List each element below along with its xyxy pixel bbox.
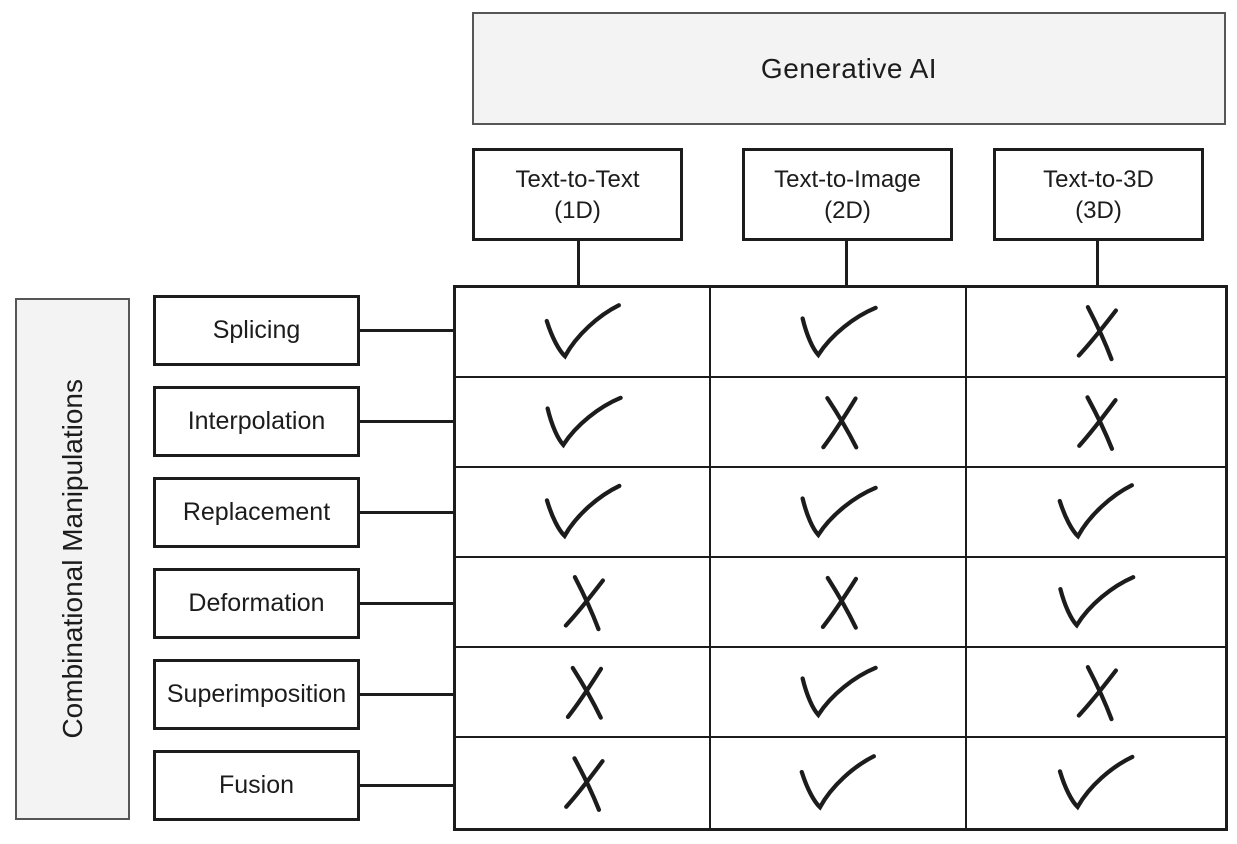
generative-ai-label: Generative AI: [760, 52, 938, 84]
generative-ai-header-box: Generative AI: [472, 12, 1226, 125]
connector-line: [358, 329, 454, 332]
cell-deformation-col2: [711, 558, 967, 648]
connector-line: [358, 420, 454, 423]
check-icon: [544, 395, 623, 449]
row-label-text: Replacement: [182, 498, 331, 526]
column-dimension: (3D): [1075, 196, 1122, 224]
cell-splicing-col3: [967, 288, 1225, 378]
cell-replacement-col1: [456, 468, 711, 558]
column-header-text-to-3d: Text-to-3D (3D): [993, 148, 1204, 241]
cross-icon: [821, 396, 859, 450]
cross-icon: [565, 665, 603, 720]
cell-fusion-col1: [456, 738, 711, 828]
check-icon: [1057, 483, 1134, 540]
column-dimension: (2D): [824, 196, 871, 224]
cell-interpolation-col2: [711, 378, 967, 468]
connector-line: [845, 239, 848, 287]
cross-icon: [563, 575, 605, 632]
cell-splicing-col1: [456, 288, 711, 378]
side-category-label: Combinational Manipulations: [56, 379, 88, 739]
column-dimension: (1D): [554, 196, 601, 224]
check-icon: [799, 754, 876, 811]
row-label-text: Splicing: [212, 316, 301, 344]
check-icon: [800, 485, 878, 539]
row-label-fusion: Fusion: [153, 750, 360, 821]
cell-interpolation-col1: [456, 378, 711, 468]
cross-icon: [1076, 665, 1119, 722]
column-header-text-to-image: Text-to-Image (2D): [742, 148, 953, 241]
check-icon: [544, 483, 621, 540]
connector-line: [577, 239, 580, 287]
cell-deformation-col3: [967, 558, 1225, 648]
cell-superimposition-col2: [711, 648, 967, 738]
connector-line: [358, 511, 454, 514]
column-title: Text-to-3D: [1043, 165, 1154, 193]
row-label-text: Superimposition: [166, 680, 347, 708]
check-icon: [800, 305, 878, 359]
cross-icon: [563, 756, 605, 812]
capability-matrix: [453, 285, 1228, 831]
cell-deformation-col1: [456, 558, 711, 648]
connector-line: [358, 602, 454, 605]
connector-line: [358, 693, 454, 696]
cell-superimposition-col1: [456, 648, 711, 738]
row-label-text: Deformation: [188, 589, 325, 617]
cross-icon: [1077, 395, 1118, 451]
check-icon: [1057, 754, 1135, 811]
row-label-splicing: Splicing: [153, 295, 360, 366]
check-icon: [800, 665, 878, 719]
row-label-text: Fusion: [218, 771, 295, 799]
cell-interpolation-col3: [967, 378, 1225, 468]
connector-line: [358, 784, 454, 787]
row-label-superimposition: Superimposition: [153, 659, 360, 730]
cross-icon: [820, 575, 859, 630]
connector-line: [1096, 239, 1099, 287]
cell-replacement-col3: [967, 468, 1225, 558]
cell-superimposition-col3: [967, 648, 1225, 738]
cross-icon: [1076, 305, 1119, 362]
side-category-box: Combinational Manipulations: [15, 298, 130, 820]
row-label-interpolation: Interpolation: [153, 386, 360, 457]
row-label-replacement: Replacement: [153, 477, 360, 548]
cell-replacement-col2: [711, 468, 967, 558]
column-title: Text-to-Image: [774, 165, 921, 193]
check-icon: [1058, 575, 1136, 629]
row-label-text: Interpolation: [187, 407, 326, 435]
column-title: Text-to-Text: [515, 165, 640, 193]
cell-fusion-col2: [711, 738, 967, 828]
column-header-text-to-text: Text-to-Text (1D): [472, 148, 683, 241]
cell-fusion-col3: [967, 738, 1225, 828]
row-label-deformation: Deformation: [153, 568, 360, 639]
cell-splicing-col2: [711, 288, 967, 378]
check-icon: [544, 303, 621, 360]
